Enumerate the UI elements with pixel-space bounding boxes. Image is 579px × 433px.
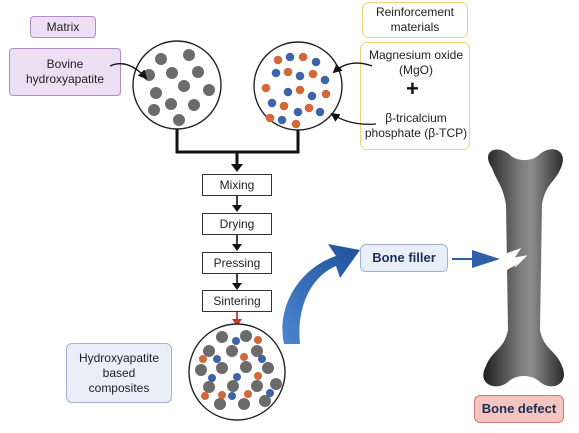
- hydroxyapatite-particles: [143, 49, 215, 126]
- plus-sign: +: [406, 76, 419, 101]
- sintering-arrow: [232, 312, 242, 327]
- step-pressing: Pressing: [202, 252, 272, 274]
- mgo-pointer-arrow: [332, 62, 373, 74]
- bone-defect-crack: [505, 248, 528, 271]
- matrix-particle-circle: [132, 40, 222, 130]
- matrix-label: Matrix: [30, 16, 96, 38]
- reinforcement-components-box: [360, 42, 470, 150]
- reinforcement-materials-label: Reinforcement materials: [362, 2, 468, 38]
- tcp-pointer-arrow: [330, 112, 377, 125]
- composite-particle-circle: [188, 323, 286, 421]
- step-mixing: Mixing: [202, 174, 272, 196]
- bone-filler-arrow: [452, 250, 500, 268]
- step-drying: Drying: [202, 213, 272, 235]
- beta-tcp-label: β-tricalcium phosphate (β-TCP): [364, 111, 468, 140]
- magnesium-oxide-label: Magnesium oxide (MgO): [368, 48, 464, 77]
- step-sintering: Sintering: [202, 290, 272, 312]
- bone-filler-label: Bone filler: [360, 244, 448, 272]
- bone-illustration: [483, 149, 564, 387]
- curved-blue-arrow: [282, 244, 360, 344]
- tcp-particles: [261, 52, 331, 129]
- mgo-particles: [267, 52, 330, 125]
- bovine-pointer-arrow: [109, 63, 148, 80]
- merge-connector: [175, 129, 300, 164]
- hydroxyapatite-composites-label: Hydroxyapatite based composites: [66, 343, 172, 403]
- reinforcement-particle-circle: [253, 41, 343, 131]
- bone-defect-label: Bone defect: [474, 395, 564, 423]
- bovine-hydroxyapatite-label: Bovine hydroxyapatite: [9, 48, 121, 96]
